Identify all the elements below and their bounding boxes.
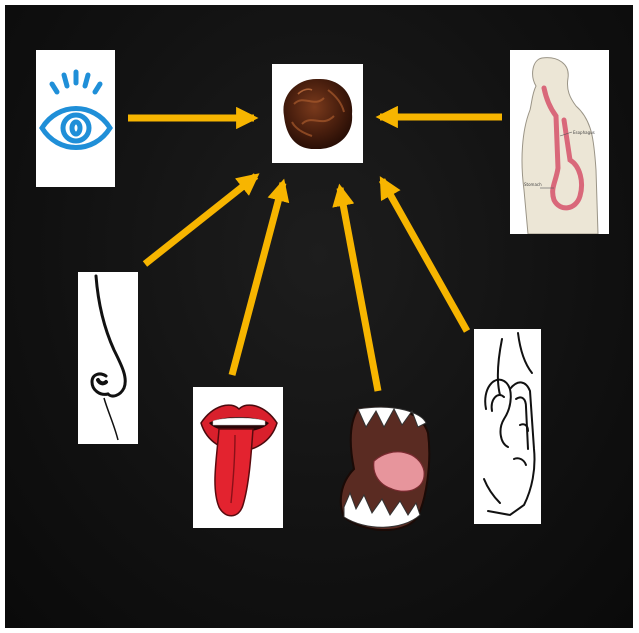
tongue-card	[193, 387, 283, 528]
arrow-tongue-to-raisin	[232, 183, 283, 375]
stomach-label: Stomach	[524, 182, 542, 187]
eye-icon	[36, 50, 115, 187]
nose-card	[78, 272, 138, 444]
raisin-card	[272, 64, 363, 163]
nose-icon	[78, 272, 138, 444]
arrow-mouth-to-raisin	[340, 188, 378, 391]
eye-card	[36, 50, 115, 187]
digestive-system-icon: Esophagus Stomach	[510, 50, 609, 234]
mouth-card	[336, 403, 431, 536]
esophagus-label: Esophagus	[573, 130, 595, 135]
lips-tongue-icon	[193, 387, 283, 528]
arrow-ear-to-raisin	[382, 180, 467, 331]
ear-card	[474, 329, 541, 524]
ear-icon	[474, 329, 541, 524]
raisin-icon	[272, 64, 363, 163]
arrow-nose-to-raisin	[145, 176, 256, 264]
digestive-card: Esophagus Stomach	[510, 50, 609, 234]
open-mouth-teeth-icon	[336, 403, 431, 536]
